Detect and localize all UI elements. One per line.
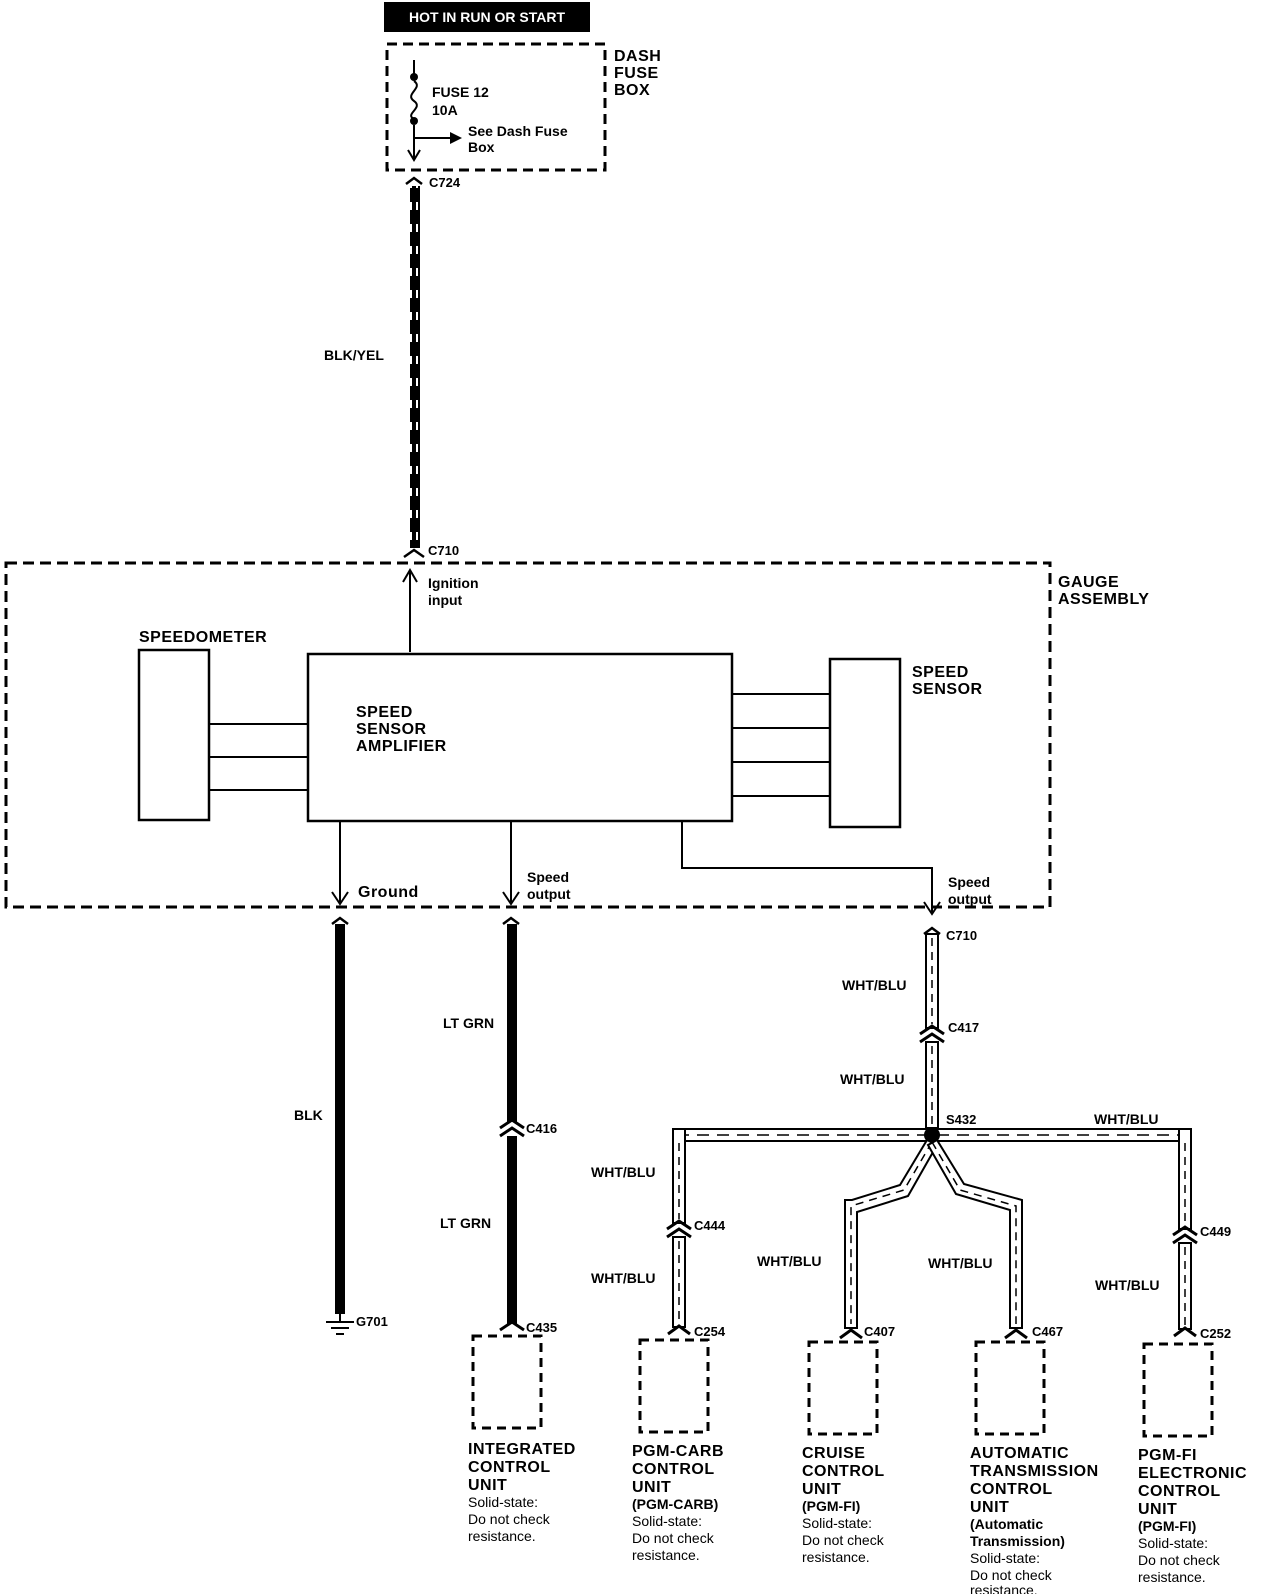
fuse-terminal-bottom [410, 117, 418, 125]
pgm-carb-box [638, 1338, 710, 1434]
pgm-carb-label: PGM-CARB CONTROL UNIT (PGM-CARB) Solid-s… [632, 1443, 728, 1563]
cruise-label: CRUISE CONTROL UNIT (PGM-FI) Solid-state… [802, 1445, 889, 1565]
wire-blk-yel [410, 186, 420, 548]
wire-wht-blu-pgmfi-label: WHT/BLU [1095, 1277, 1160, 1293]
wire-lt-grn-upper-label: LT GRN [443, 1015, 494, 1031]
pgm-fi-label: PGM-FI ELECTRONIC CONTROL UNIT (PGM-FI) … [1138, 1447, 1251, 1585]
wire-wht-blu-left-label: WHT/BLU [591, 1164, 656, 1180]
speed-sensor-label: SPEED SENSOR [912, 664, 983, 698]
wire-blk [335, 924, 345, 1314]
speed-output-2-label: Speed output [948, 874, 994, 907]
icu-label: INTEGRATED CONTROL UNIT Solid-state: Do … [468, 1441, 580, 1544]
fuse-12-symbol [410, 80, 418, 120]
c710-top-label: C710 [428, 543, 459, 558]
gauge-assembly: GAUGE ASSEMBLY Ignition input SPEEDOMETE… [4, 561, 1149, 916]
c444-connector [666, 1219, 692, 1231]
wht-blu-branch: C710 WHT/BLU C417 WHT/BLU S432 WHT/BLU W… [591, 926, 1231, 1341]
speed-output-1-label: Speed output [527, 869, 573, 902]
s432-splice [924, 1127, 940, 1143]
cruise-box [807, 1340, 879, 1436]
c417-label: C417 [948, 1020, 979, 1035]
c416-label: C416 [526, 1121, 557, 1136]
icu-box [471, 1334, 543, 1430]
speed-sensor-amplifier-box [306, 652, 734, 823]
c449-connector [1172, 1225, 1198, 1237]
c724-connector [405, 176, 423, 185]
c467-label: C467 [1032, 1324, 1063, 1339]
wire-lt-grn-upper [507, 924, 517, 1122]
pgm-fi-box [1142, 1342, 1214, 1438]
c710-top-connector [403, 548, 425, 559]
speed-sensor-amplifier-label: SPEED SENSOR AMPLIFIER [356, 704, 447, 755]
speedometer-box [137, 648, 211, 822]
power-section: HOT IN RUN OR START DASH FUSE BOX FUSE 1… [324, 2, 666, 559]
power-banner-text: HOT IN RUN OR START [409, 9, 566, 25]
control-units: INTEGRATED CONTROL UNIT Solid-state: Do … [468, 1334, 1251, 1594]
c710-bottom-label: C710 [946, 928, 977, 943]
ground-output-label: Ground [358, 884, 419, 901]
speedometer-label: SPEEDOMETER [139, 629, 267, 646]
g701-label: G701 [356, 1314, 388, 1329]
c417-connector [919, 1024, 945, 1036]
see-note-arrow [450, 132, 462, 144]
wire-wht-blu-1-label: WHT/BLU [842, 977, 907, 993]
wire-wht-blu-cruise-label: WHT/BLU [757, 1253, 822, 1269]
speed-sensor-box [828, 657, 902, 829]
dash-fuse-box [385, 42, 607, 172]
atcu-label: AUTOMATIC TRANSMISSION CONTROL UNIT (Aut… [970, 1445, 1103, 1594]
wire-lt-grn-lower-label: LT GRN [440, 1215, 491, 1231]
fuse-rating: 10A [432, 102, 458, 118]
wire-lt-grn-lower [507, 1136, 517, 1324]
wire-wht-blu-right-label: WHT/BLU [1094, 1111, 1159, 1127]
c449-label: C449 [1200, 1224, 1231, 1239]
c444-label: C444 [694, 1218, 726, 1233]
c416-connector [499, 1118, 525, 1130]
s432-label: S432 [946, 1112, 976, 1127]
ground-symbol-icon [326, 1321, 354, 1335]
power-banner [384, 2, 590, 32]
lt-grn-branch: LT GRN C416 LT GRN C435 [440, 916, 557, 1335]
c254-label: C254 [694, 1324, 726, 1339]
wire-wht-blu-left-lower-label: WHT/BLU [591, 1270, 656, 1286]
wire-wht-blu-at-label: WHT/BLU [928, 1255, 993, 1271]
c252-label: C252 [1200, 1326, 1231, 1341]
atcu-box [974, 1340, 1046, 1436]
wire-blk-label: BLK [294, 1107, 323, 1123]
wire-blk-yel-label: BLK/YEL [324, 347, 384, 363]
c724-label: C724 [429, 175, 461, 190]
wire-wht-blu-2-label: WHT/BLU [840, 1071, 905, 1087]
c407-label: C407 [864, 1324, 895, 1339]
dash-fuse-box-label: DASH FUSE BOX [614, 48, 666, 99]
ignition-input-label: Ignition input [428, 575, 482, 608]
gauge-assembly-box [4, 561, 1052, 909]
fuse-name: FUSE 12 [432, 84, 489, 100]
see-note-text: See Dash Fuse Box [468, 123, 572, 155]
ground-branch: BLK G701 [294, 916, 388, 1335]
c435-label: C435 [526, 1320, 557, 1335]
fuse-terminal-top [410, 73, 418, 81]
c710-bottom-connector [923, 926, 941, 935]
gauge-assembly-label: GAUGE ASSEMBLY [1058, 574, 1149, 608]
